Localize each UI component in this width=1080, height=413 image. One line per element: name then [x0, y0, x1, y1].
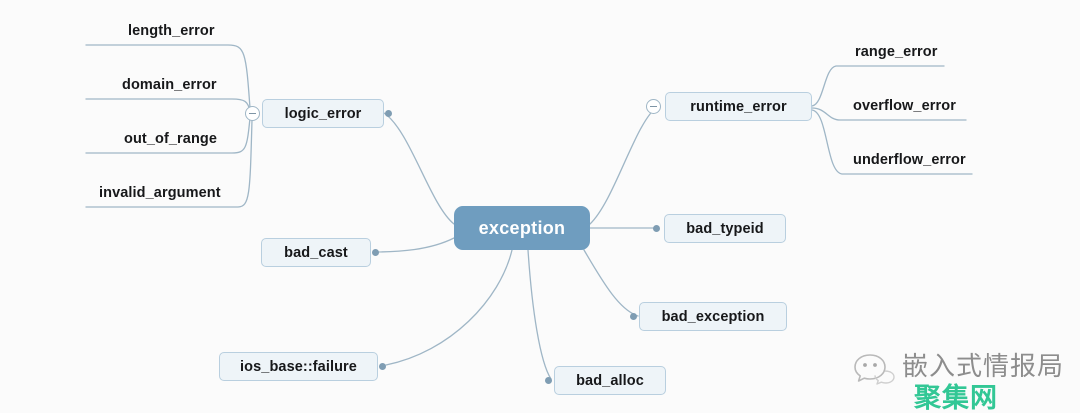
leaf-length-error[interactable]: length_error: [128, 23, 215, 39]
connector-dot-bad-typeid: [653, 225, 660, 232]
leaf-overflow-error[interactable]: overflow_error: [853, 98, 956, 114]
edge-root-ios-base-failure: [385, 249, 513, 366]
node-logic-error-label: logic_error: [284, 105, 362, 122]
edge-root-bad-alloc: [527, 249, 552, 380]
connector-dot-ios-base-failure: [379, 363, 386, 370]
edge-root-runtime-error: [589, 105, 659, 225]
node-logic-error[interactable]: logic_error: [262, 99, 384, 128]
node-bad-alloc[interactable]: bad_alloc: [554, 366, 666, 395]
node-bad-typeid[interactable]: bad_typeid: [664, 214, 786, 243]
node-bad-cast-label: bad_cast: [284, 244, 348, 261]
node-bad-exception-label: bad_exception: [661, 308, 765, 325]
node-ios-base-failure[interactable]: ios_base::failure: [219, 352, 378, 381]
node-bad-cast[interactable]: bad_cast: [261, 238, 371, 267]
watermark: 嵌入式情报局 聚集网: [852, 344, 1072, 413]
node-runtime-error[interactable]: runtime_error: [665, 92, 812, 121]
connector-dot-bad-alloc: [545, 377, 552, 384]
root-node-exception[interactable]: exception: [454, 206, 590, 250]
connector-dot-bad-exception: [630, 313, 637, 320]
node-bad-alloc-label: bad_alloc: [576, 372, 644, 389]
leaf-out-of-range[interactable]: out_of_range: [124, 131, 218, 147]
connector-dot-bad-cast: [372, 249, 379, 256]
collapse-toggle-runtime-error[interactable]: [646, 99, 661, 114]
node-bad-exception[interactable]: bad_exception: [639, 302, 787, 331]
node-runtime-error-label: runtime_error: [690, 98, 787, 115]
watermark-subtitle: 聚集网: [914, 383, 998, 413]
node-bad-typeid-label: bad_typeid: [686, 220, 764, 237]
leaf-invalid-argument[interactable]: invalid_argument: [99, 185, 221, 201]
edge-root-logic-error: [383, 112, 455, 225]
edge-root-bad-exception: [583, 249, 639, 317]
edge-root-bad-cast: [372, 237, 455, 253]
edge-logic-domain-error: [85, 98, 251, 111]
root-node-label: exception: [478, 217, 566, 238]
connector-dot-logic-error: [385, 110, 392, 117]
wechat-bubble-icon: [854, 354, 895, 385]
leaf-underflow-error[interactable]: underflow_error: [853, 152, 966, 168]
watermark-title: 嵌入式情报局: [902, 351, 1065, 381]
collapse-toggle-logic-error[interactable]: [245, 106, 260, 121]
node-ios-base-failure-label: ios_base::failure: [240, 358, 357, 375]
leaf-domain-error[interactable]: domain_error: [122, 77, 217, 93]
leaf-range-error[interactable]: range_error: [855, 44, 938, 60]
